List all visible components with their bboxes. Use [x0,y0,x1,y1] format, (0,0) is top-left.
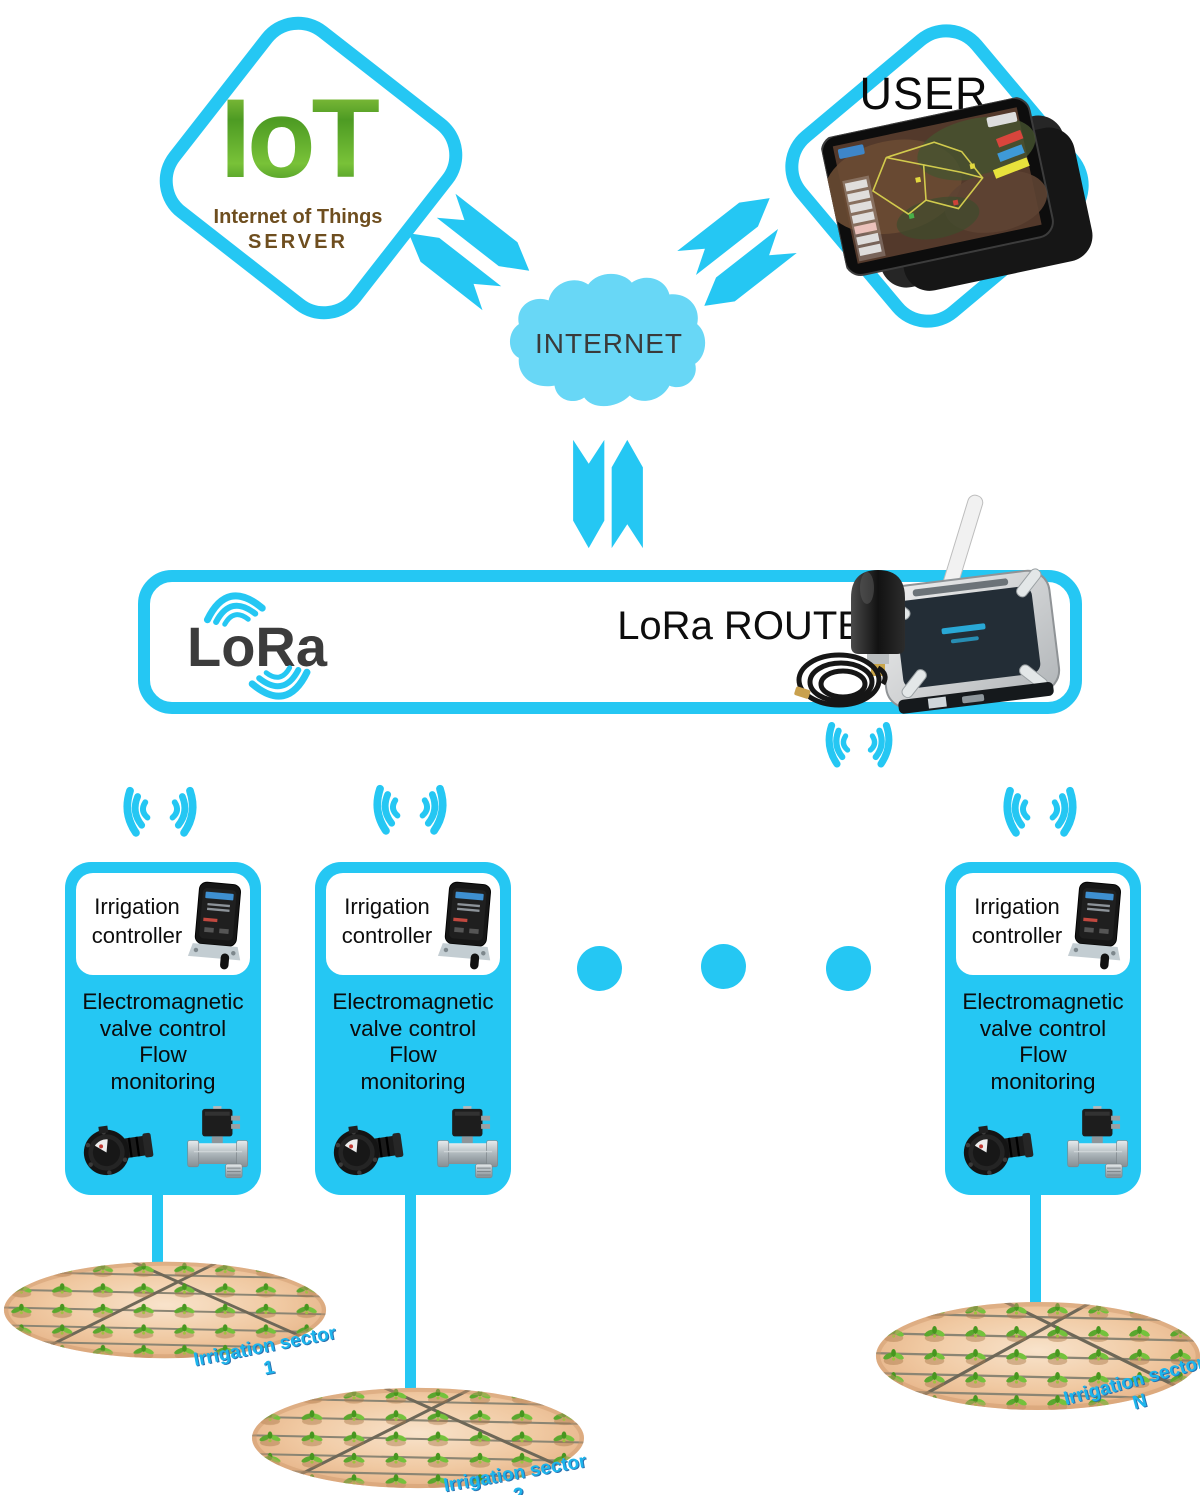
controller-features: Electromagnetic valve control Flow monit… [945,989,1141,1095]
feature-line: Flow [139,1042,187,1068]
electromagnetic-valve-icon [437,1106,498,1179]
ellipsis-dot [826,946,871,991]
controller-1-signal-icon [102,776,218,846]
connector-line-sector-n [1030,1188,1041,1308]
controller-features: Electromagnetic valve control Flow monit… [65,989,261,1095]
feature-line: Flow [1019,1042,1067,1068]
feature-line: valve control [979,1015,1107,1041]
flow-sensor-icon [333,1125,404,1176]
feature-line: Electromagnetic [82,989,244,1014]
irrigation-controller-box-1: Irrigation controller [65,862,261,1195]
router-signal-icon [806,712,912,776]
controller-device-icon [437,881,491,970]
user-diamond-content: USER [774,13,1093,313]
lora-logo-text: LoRa [187,615,328,678]
irrigation-controller-box-n: Irrigation controller [945,862,1141,1195]
controller-title-line2: controller [341,922,433,948]
irrigation-controller-box-2: Irrigation controller [315,862,511,1195]
feature-line: Electromagnetic [962,989,1124,1014]
connector-line-sector-1 [152,1188,163,1276]
feature-line: monitoring [990,1068,1096,1094]
electromagnetic-valve-icon [1067,1106,1128,1179]
iot-logo-icon: IoT [220,76,384,201]
controller-header-panel: Irrigation controller [76,873,250,975]
controller-title: Irrigation controller [330,893,444,950]
controller-3-signal-icon [982,776,1098,846]
ellipsis-dot [701,944,746,989]
server-subtitle: Internet of Things [213,206,383,228]
server-role: SERVER [248,231,348,253]
controller-2-signal-icon [352,774,468,844]
user-tablet-icon [820,96,1093,291]
controller-features: Electromagnetic valve control Flow monit… [315,989,511,1095]
iot-logo-text: IoT [220,76,380,201]
feature-line: valve control [349,1015,477,1041]
feature-line: monitoring [360,1068,466,1094]
feature-line: Electromagnetic [332,989,494,1014]
controller-title-line1: Irrigation [974,894,1060,919]
controller-title-line1: Irrigation [344,894,430,919]
flow-sensor-icon [963,1125,1034,1176]
lora-router-device [794,494,1061,714]
controller-title: Irrigation controller [80,893,194,950]
controller-title-line1: Irrigation [94,894,180,919]
internet-label: INTERNET [535,328,683,359]
controller-title-line2: controller [971,922,1063,948]
electromagnetic-valve-icon [187,1106,248,1179]
ellipsis-dot [577,946,622,991]
connector-line-sector-2 [405,1188,416,1394]
controller-title: Irrigation controller [960,893,1074,950]
server-diamond-content: IoT Internet of Things SERVER [158,15,438,295]
lora-logo-icon: LoRa [187,592,328,700]
controller-title-line2: controller [91,922,183,948]
controller-device-icon [187,881,241,970]
cloud-router-arrows-icon [573,439,643,549]
lora-router-label: LoRa ROUTER [617,604,893,648]
feature-line: monitoring [110,1068,216,1094]
controller-device-icon [1067,881,1121,970]
feature-line: Flow [389,1042,437,1068]
controller-header-panel: Irrigation controller [326,873,500,975]
controller-header-panel: Irrigation controller [956,873,1130,975]
flow-sensor-icon [83,1125,154,1176]
feature-line: valve control [99,1015,227,1041]
internet-cloud-icon [509,273,706,407]
